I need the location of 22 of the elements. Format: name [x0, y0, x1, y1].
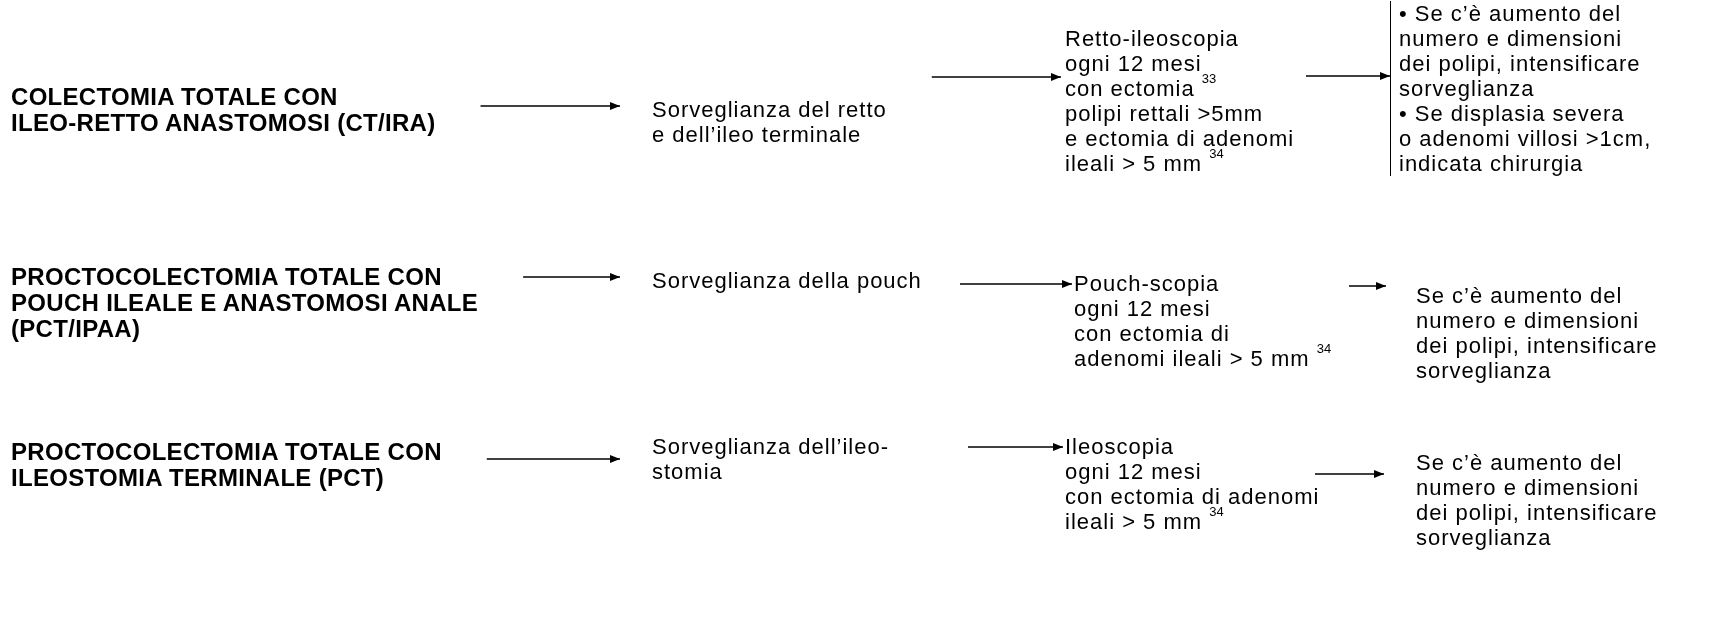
step-text: Pouch-scopia ogni 12 mesi con ectomia di adenomi ileali > 5 mm $^{34}$ [1074, 271, 1332, 371]
step-text: Retto-ileoscopia ogni 12 mesi con ectomia $^{33}$ polipi rettali >5mm e ectomia di adenomi ileali > 5 mm $^{34}$ [1065, 26, 1295, 176]
arrow [1305, 72, 1391, 80]
arrow [967, 443, 1064, 451]
step-text: Sorveglianza della pouch [652, 268, 922, 293]
arrow [1314, 470, 1385, 478]
arrow [486, 455, 621, 463]
step-text: Ileoscopia ogni 12 mesi con ectomia di adenomi ileali > 5 mm $^{34}$ [1065, 434, 1320, 534]
arrow [522, 273, 621, 281]
step-text: Se c’è aumento del numero e dimensioni dei polipi, intensificare sorveglianza [1416, 450, 1658, 550]
recommendation-text: • Se displasia severa o adenomi villosi >1cm, indicata chirurgia [1399, 101, 1652, 176]
surgery-label: COLECTOMIA TOTALE CON ILEO-RETTO ANASTOMOSI (CT/IRA) [11, 84, 436, 136]
surgery-label: PROCTOCOLECTOMIA TOTALE CON POUCH ILEALE E ANASTOMOSI ANALE (PCT/IPAA) [11, 264, 479, 342]
step-text: Sorveglianza del retto e dell’ileo terminale [652, 97, 887, 147]
arrow [959, 280, 1073, 288]
arrow [1348, 282, 1387, 290]
step-text: Sorveglianza dell’ileo-stomia [652, 434, 890, 484]
recommendation-text: • Se c’è aumento del numero e dimensioni dei polipi, intensificare sorveglianza [1399, 1, 1641, 101]
step-text: Se c’è aumento del numero e dimensioni dei polipi, intensificare sorveglianza [1416, 283, 1658, 383]
arrow [479, 102, 621, 110]
arrow [931, 73, 1062, 81]
surgery-label: PROCTOCOLECTOMIA TOTALE CON ILEOSTOMIA TERMINALE (PCT) [11, 439, 442, 491]
